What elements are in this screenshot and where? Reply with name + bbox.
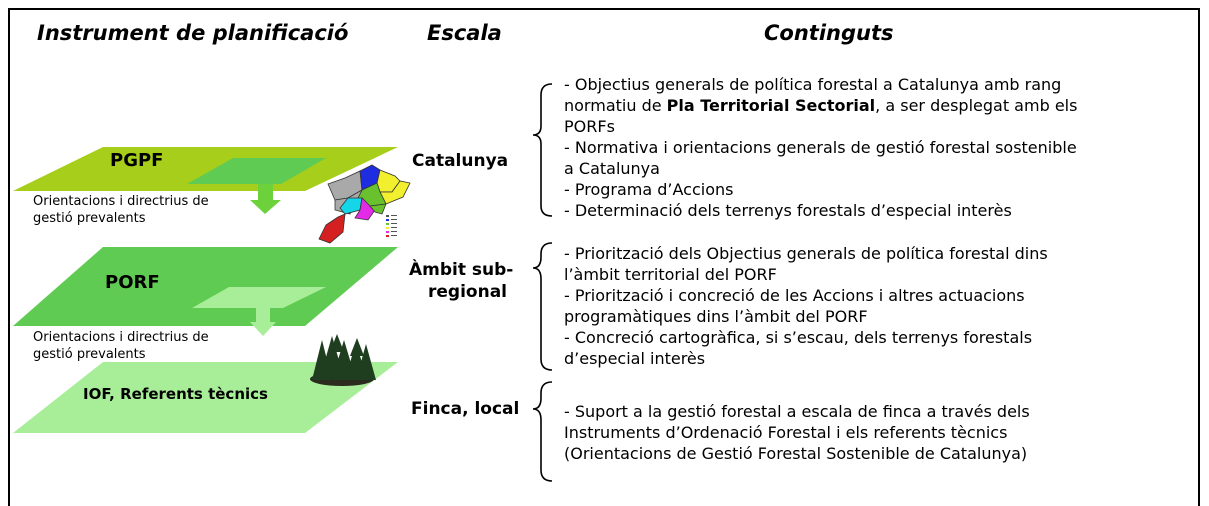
header-scale: Escala [427,21,502,45]
pgpf-guidelines-line1: Orientacions i directrius de [33,194,209,209]
arrow-porf-to-iof [250,308,276,336]
catalonia-map-icon [318,164,411,244]
subregional-line5: - Concreció cartogràfica, si s’escau, de… [564,328,1033,347]
brace-finca [532,381,553,482]
layer-iof-label: IOF, Referents tècnics [83,385,268,403]
pgpf-guidelines-line2: gestió prevalents [33,211,146,226]
subregional-line6: d’especial interès [564,349,706,368]
catalunya-line3: PORFs [564,117,615,136]
catalunya-line7: - Determinació dels terrenys forestals d… [564,201,1012,220]
pgpf-guidelines-label: Orientacions i directrius de gestió prev… [33,193,209,227]
layer-iof-plane [13,362,398,433]
catalunya-line2-post: , a ser desplegat amb els [875,96,1078,115]
subregional-line2: l’àmbit territorial del PORF [564,265,777,284]
subregional-line4: programàtiques dins l’àmbit del PORF [564,307,868,326]
finca-line2: Instruments d’Ordenació Forestal i els r… [564,423,1008,442]
scale-subregional-line2: regional [428,282,507,302]
frame-top-border [8,8,1200,10]
contents-subregional: - Priorització dels Objectius generals d… [564,243,1048,369]
header-contents: Continguts [764,21,894,45]
layer-porf-label: PORF [105,272,160,293]
frame-right-border [1198,8,1200,506]
layer-pgpf-label: PGPF [110,150,164,171]
arrow-pgpf-to-porf [250,184,281,214]
catalunya-line5: a Catalunya [564,159,660,178]
scale-finca: Finca, local [411,399,520,419]
contents-catalunya: - Objectius generals de política foresta… [564,74,1077,221]
contents-finca: - Suport a la gestió forestal a escala d… [564,401,1030,464]
layer-porf-plane [13,247,398,326]
brace-subregional [532,242,553,371]
finca-line3: (Orientacions de Gestió Forestal Sosteni… [564,444,1028,463]
pla-territorial-bold: Pla Territorial Sectorial [666,96,876,115]
scale-subregional-line1: Àmbit sub- [409,260,514,280]
porf-guidelines-label: Orientacions i directrius de gestió prev… [33,329,209,363]
forest-trees-icon [310,334,376,386]
catalunya-line6: - Programa d’Accions [564,180,734,199]
catalunya-line1: - Objectius generals de política foresta… [564,75,1062,94]
layer-pgpf-inner [187,158,326,184]
catalunya-line2: normatiu de Pla Territorial Sectorial, a… [564,95,1077,116]
catalunya-line2-pre: normatiu de [564,96,667,115]
scale-subregional: Àmbit sub- regional [409,259,513,303]
scale-catalunya: Catalunya [412,151,509,171]
porf-guidelines-line1: Orientacions i directrius de [33,330,209,345]
layer-porf-inner [192,287,326,308]
porf-guidelines-line2: gestió prevalents [33,347,146,362]
subregional-line3: - Priorització i concreció de les Accion… [564,286,1025,305]
frame-left-border [8,8,10,506]
brace-catalunya [532,83,553,217]
header-instrument: Instrument de planificació [37,21,349,45]
catalunya-line4: - Normativa i orientacions generals de g… [564,138,1077,157]
subregional-line1: - Priorització dels Objectius generals d… [564,244,1048,263]
finca-line1: - Suport a la gestió forestal a escala d… [564,402,1030,421]
